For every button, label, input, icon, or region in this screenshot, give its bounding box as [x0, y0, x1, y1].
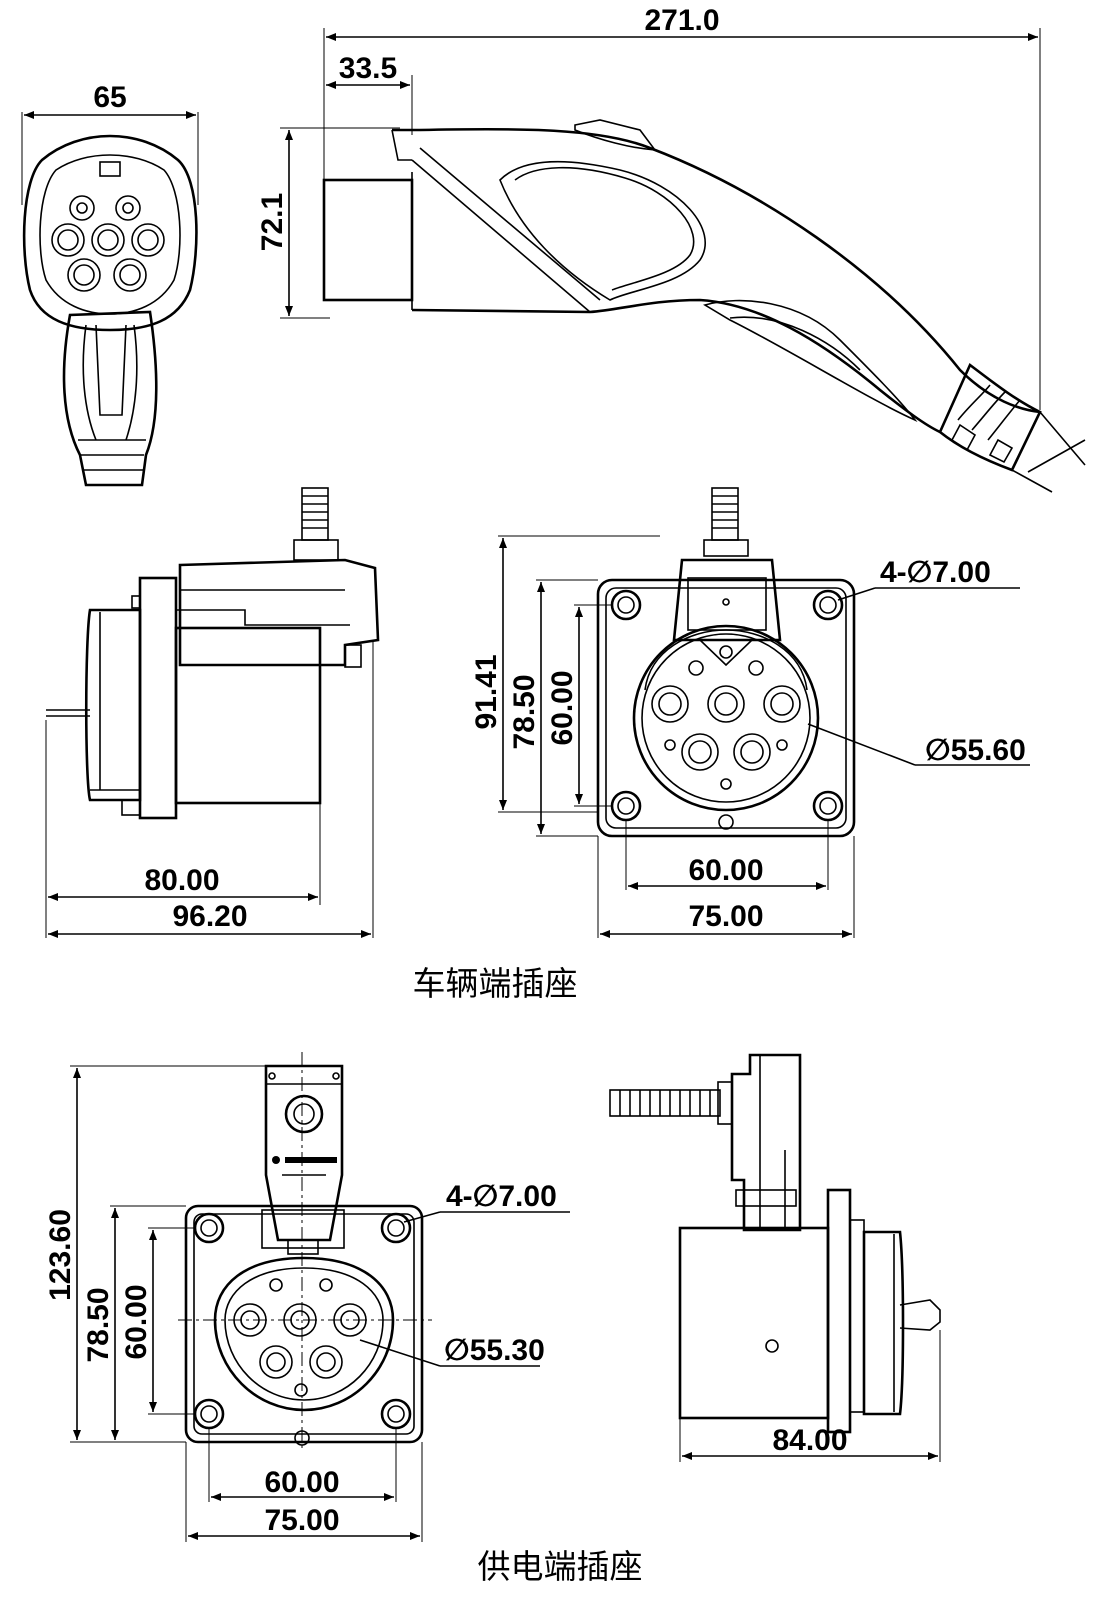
inlet-holes-dim: 4-∅7.00 [880, 556, 991, 589]
plug-front-view: 65 [21, 81, 199, 487]
supply-hole-spacing-h-dim: 60.00 [264, 1466, 339, 1499]
supply-socket-caption: 供电端插座 [478, 1547, 643, 1586]
supply-pin-holes [233, 1278, 367, 1397]
inlet-depth-inner-dim: 80.00 [144, 864, 219, 897]
vehicle-inlet-front-view: 91.41 78.50 60.00 60.00 75.00 4-∅7.00 ∅5… [470, 487, 1030, 938]
inlet-flange-dim: 78.50 [508, 674, 541, 749]
supply-socket-front-view: 123.60 78.50 60.00 60.00 75.00 4-∅7.00 ∅… [44, 1052, 570, 1542]
supply-diameter-dim: ∅55.30 [444, 1334, 545, 1367]
supply-height-total-dim: 123.60 [44, 1209, 77, 1301]
inlet-pin-holes [651, 660, 801, 790]
vehicle-inlet-side-view: 80.00 96.20 [45, 487, 380, 938]
inlet-hole-spacing-h-dim: 60.00 [688, 854, 763, 887]
inlet-diameter-dim: ∅55.60 [925, 734, 1026, 767]
supply-socket-side-view: 84.00 [609, 1053, 941, 1462]
plug-pin-holes [51, 195, 165, 292]
supply-flange-width-dim: 75.00 [264, 1504, 339, 1537]
inlet-depth-total-dim: 96.20 [172, 900, 247, 933]
plug-length-dim: 271.0 [644, 4, 719, 37]
supply-hole-spacing-v-dim: 60.00 [120, 1284, 153, 1359]
vehicle-inlet-caption: 车辆端插座 [413, 964, 578, 1003]
supply-depth-dim: 84.00 [772, 1424, 847, 1457]
inlet-height-total-dim: 91.41 [470, 654, 503, 729]
supply-flange-dim: 78.50 [82, 1287, 115, 1362]
supply-holes-dim: 4-∅7.00 [446, 1180, 557, 1213]
inlet-hole-spacing-v-dim: 60.00 [546, 670, 579, 745]
plug-height-dim: 72.1 [256, 193, 289, 251]
plug-offset-dim: 33.5 [339, 52, 397, 85]
inlet-flange-width-dim: 75.00 [688, 900, 763, 933]
plug-side-view: 271.0 33.5 72.1 [256, 4, 1086, 493]
plug-width-dim: 65 [93, 81, 126, 114]
